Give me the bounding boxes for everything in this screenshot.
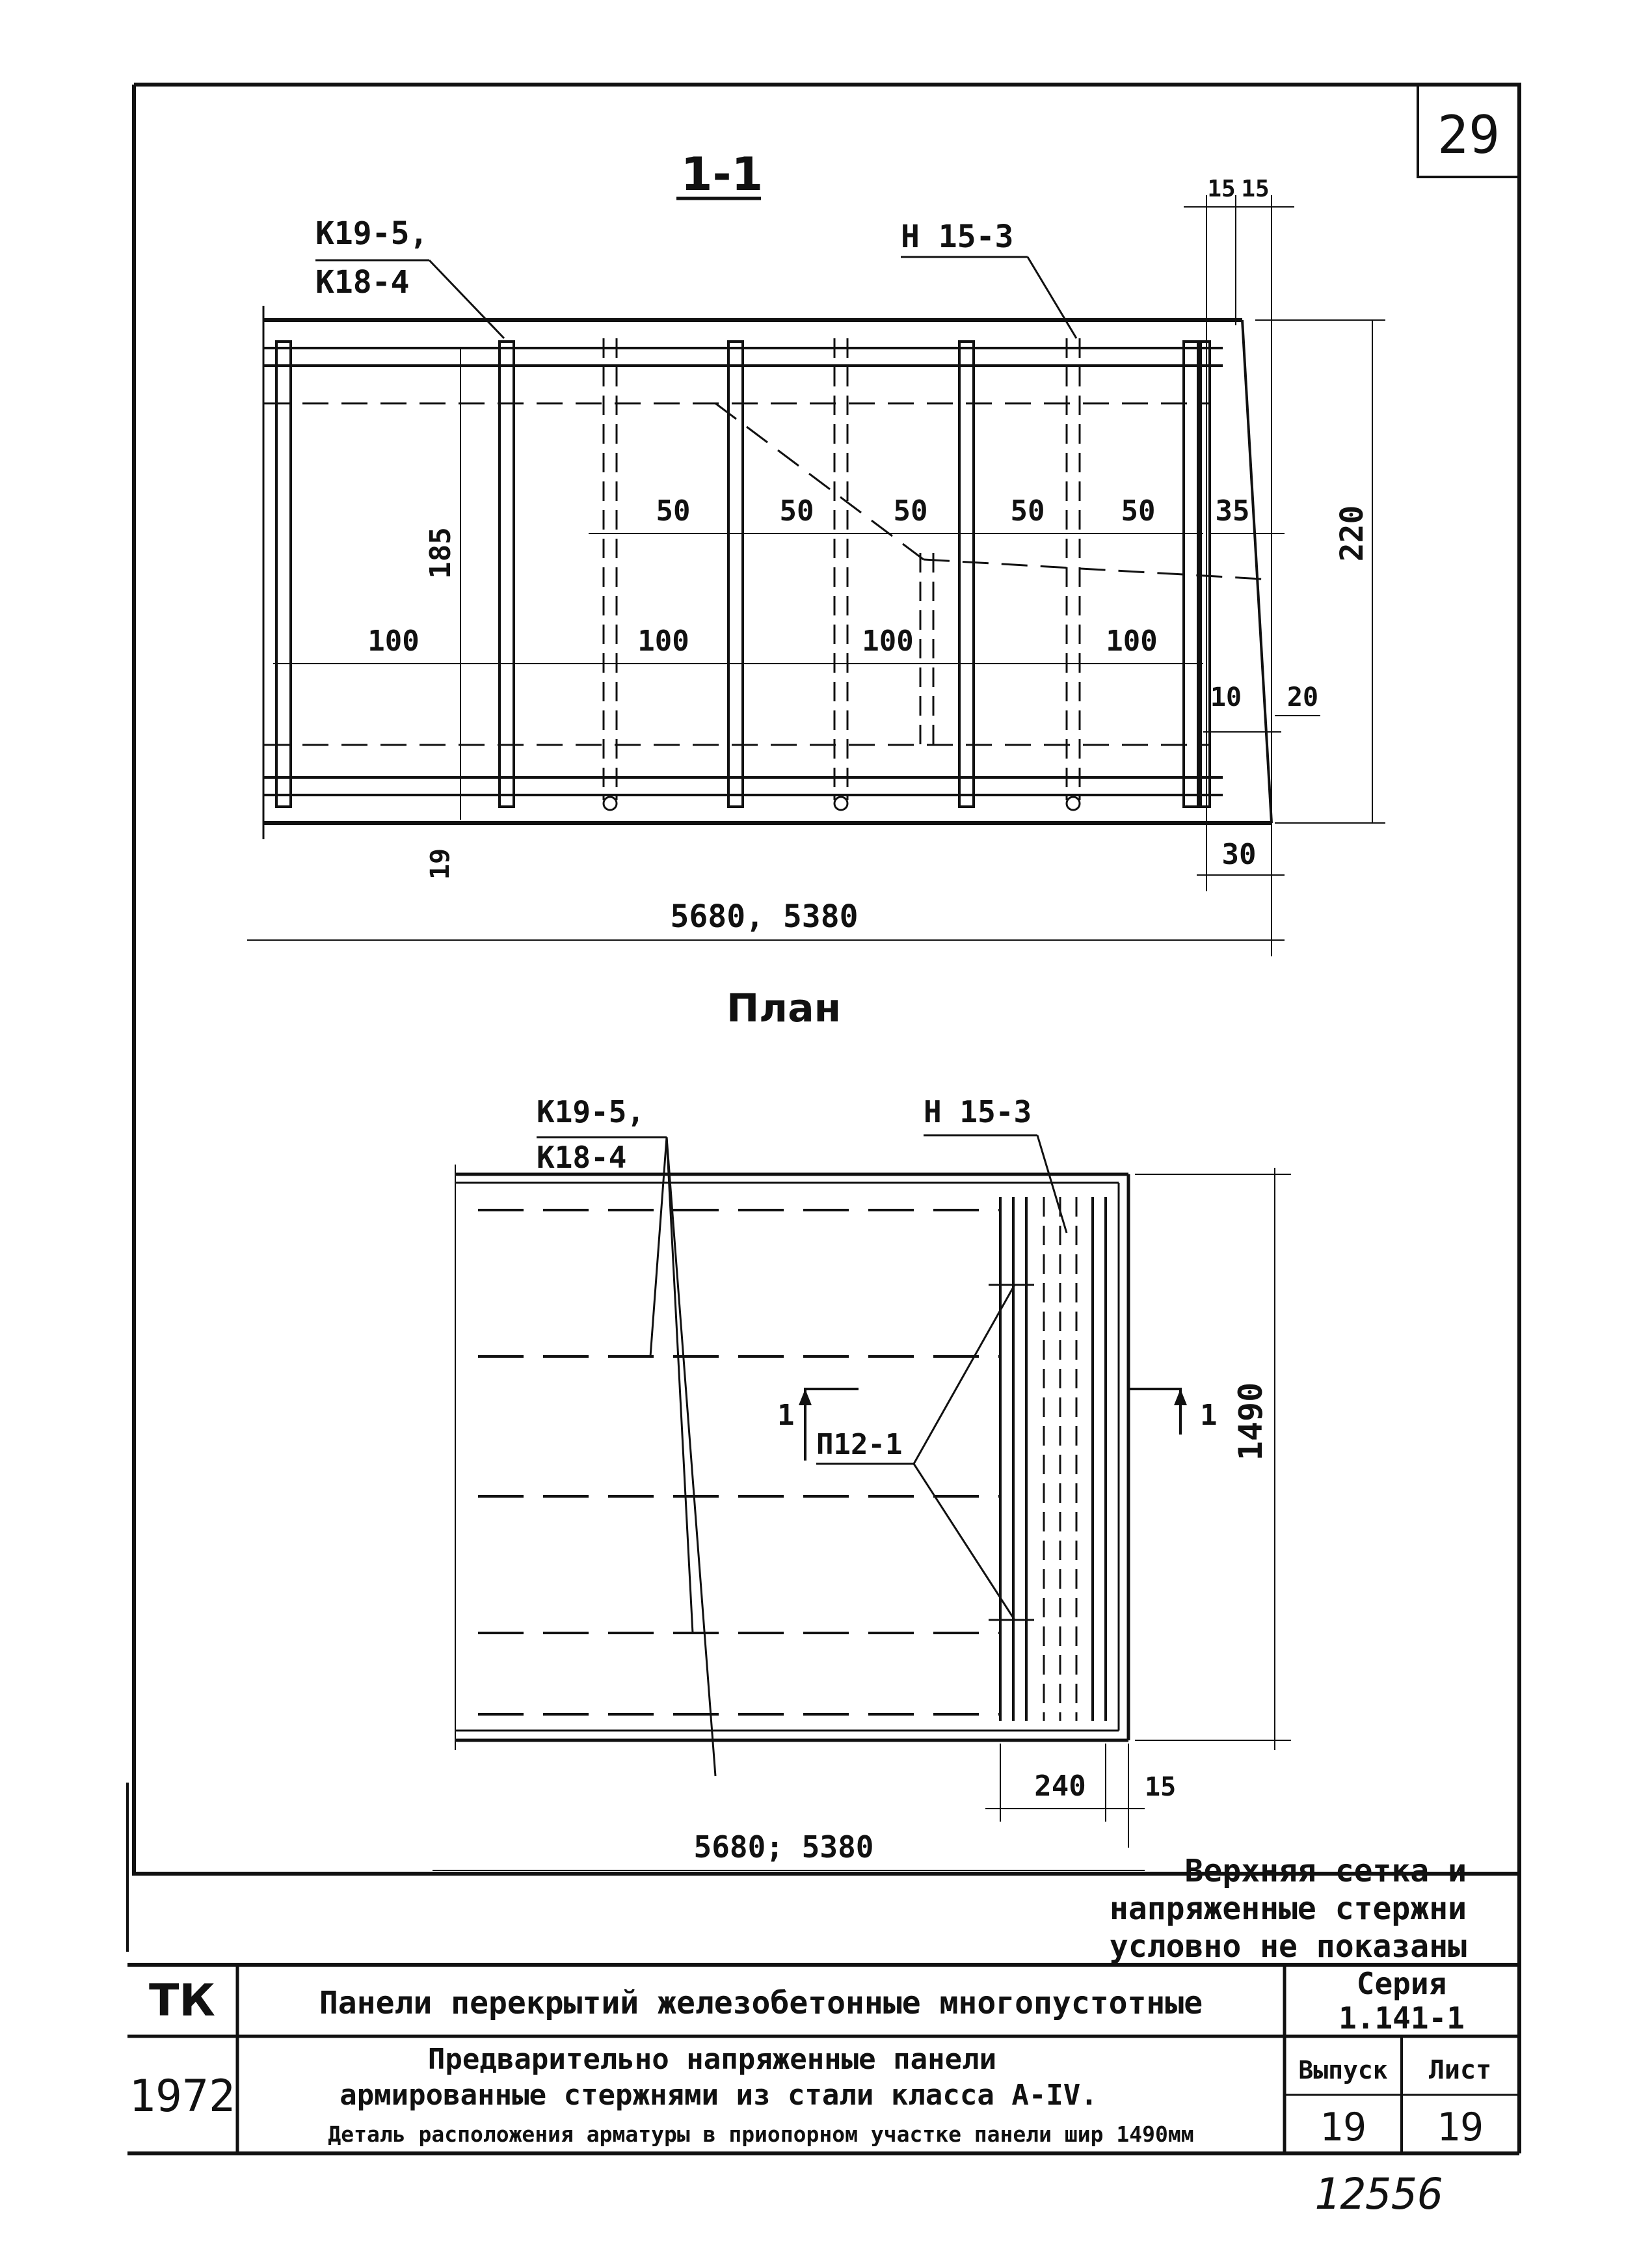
dim-100-4: 100 xyxy=(1106,625,1157,658)
dim-50-2: 50 xyxy=(780,494,814,528)
tb-series-label: Серия xyxy=(1357,1966,1446,2001)
plan-title: План xyxy=(726,986,841,1031)
section-label-n: Н 15-3 xyxy=(901,219,1013,255)
dim-10: 10 xyxy=(1210,682,1242,712)
dim-20: 20 xyxy=(1287,682,1318,712)
tb-issue-value: 19 xyxy=(1320,2105,1366,2150)
tb-year: 1972 xyxy=(129,2071,235,2122)
plan-label-k1: К19-5, xyxy=(537,1094,645,1129)
section-view: 1-1 К19-5, К18-4 Н 15-3 xyxy=(247,148,1385,956)
dim-240: 240 xyxy=(1034,1770,1086,1803)
dim-100-2: 100 xyxy=(637,625,689,658)
tb-code: ТК xyxy=(149,1975,215,2027)
tb-sheet-value: 19 xyxy=(1437,2105,1484,2150)
dim-1490: 1490 xyxy=(1232,1382,1270,1461)
dim-100-3: 100 xyxy=(862,625,913,658)
sheet-number: 29 xyxy=(1437,105,1500,165)
note-line3: условно не показаны xyxy=(1110,1928,1467,1965)
archive-number: 12556 xyxy=(1314,2169,1444,2219)
sheet-number-box: 29 xyxy=(1417,85,1519,178)
note: Верхняя сетка и напряженные стержни усло… xyxy=(1110,1853,1467,1965)
dim-50-3: 50 xyxy=(894,494,928,528)
tb-issue-label: Выпуск xyxy=(1298,2056,1387,2084)
cut-label-left: 1 xyxy=(777,1399,795,1432)
section-length: 5680, 5380 xyxy=(671,898,859,935)
section-label-k2: К18-4 xyxy=(315,264,410,301)
plan-view: План К19-5, К18-4 Н 15-3 xyxy=(433,986,1291,1871)
dim-50-5: 50 xyxy=(1121,494,1156,528)
tb-series-value: 1.141-1 xyxy=(1339,2001,1465,2036)
section-title: 1-1 xyxy=(681,148,763,201)
dim-15b: 15 xyxy=(1241,176,1269,202)
end-mesh xyxy=(989,1197,1107,1721)
dim-50-4: 50 xyxy=(1011,494,1045,528)
dim-185: 185 xyxy=(424,527,457,578)
dim-plan-15: 15 xyxy=(1145,1772,1176,1802)
tb-subtitle-1: Предварительно напряженные панели xyxy=(428,2043,996,2076)
section-label-k1: К19-5, xyxy=(315,215,428,252)
tb-sheet-label: Лист xyxy=(1429,2055,1491,2085)
dim-220: 220 xyxy=(1334,505,1370,562)
tb-subtitle-3: Деталь расположения арматуры в приопорно… xyxy=(328,2122,1193,2147)
title-block: ТК 1972 Панели перекрытий железобетонные… xyxy=(127,1874,1521,2155)
mesh-bars xyxy=(602,338,1081,811)
dim-35: 35 xyxy=(1216,494,1250,528)
plan-label-n: Н 15-3 xyxy=(924,1094,1032,1129)
plan-label-k2: К18-4 xyxy=(537,1140,626,1175)
dim-100-1: 100 xyxy=(367,625,419,658)
dim-50-1: 50 xyxy=(656,494,691,528)
dim-30: 30 xyxy=(1222,838,1257,871)
note-line1: Верхняя сетка и xyxy=(1185,1853,1467,1889)
tb-name: Панели перекрытий железобетонные многопу… xyxy=(319,1985,1203,2021)
plan-label-p: П12-1 xyxy=(816,1428,902,1461)
tb-subtitle-2: армированные стержнями из стали класса А… xyxy=(340,2079,1098,2112)
frame-bars xyxy=(275,340,1211,808)
dim-15a: 15 xyxy=(1207,176,1235,202)
dim-19: 19 xyxy=(425,848,455,880)
plan-length: 5680; 5380 xyxy=(694,1829,874,1865)
note-line2: напряженные стержни xyxy=(1110,1891,1467,1927)
cut-label-right: 1 xyxy=(1200,1399,1218,1432)
